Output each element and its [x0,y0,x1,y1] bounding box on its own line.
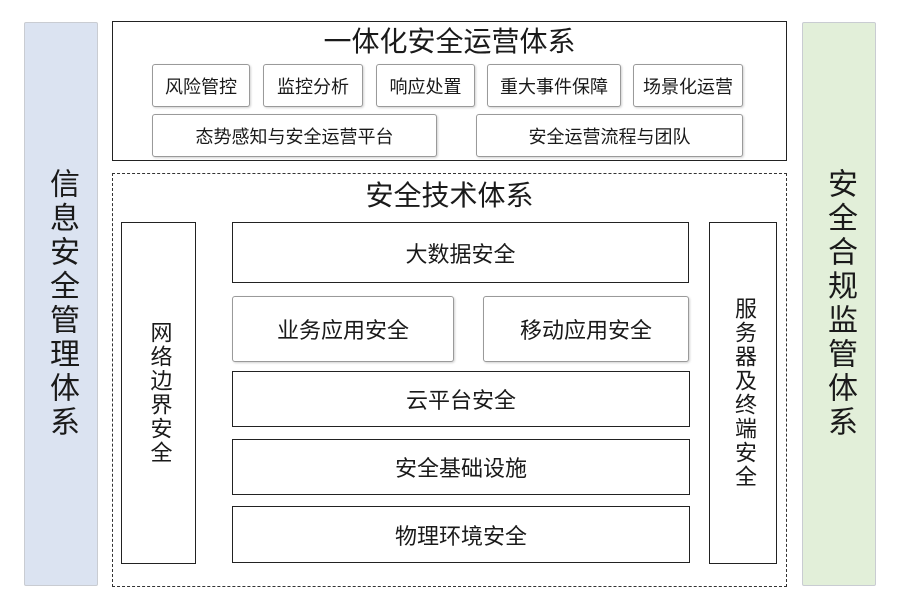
ops-item-monitoring-analysis: 监控分析 [263,64,363,107]
compliance-supervision-label: 安全合规监管体系 [822,168,857,440]
business-application-security: 业务应用安全 [232,296,454,362]
info-security-management-pillar: 信息安全管理体系 [24,22,98,586]
technology-frame [112,173,787,587]
ops-item-situational-awareness-platform: 态势感知与安全运营平台 [152,114,437,157]
network-boundary-security: 网络边界安全 [121,222,196,564]
ops-item-major-event-assurance: 重大事件保障 [487,64,621,107]
network-boundary-security-label: 网络边界安全 [146,321,172,465]
cloud-platform-security: 云平台安全 [232,371,690,427]
server-terminal-security-label: 服务器及终端安全 [731,297,756,489]
security-infrastructure: 安全基础设施 [232,439,690,495]
ops-item-process-and-team: 安全运营流程与团队 [476,114,743,157]
ops-item-risk-control: 风险管控 [152,64,250,107]
operations-title: 一体化安全运营体系 [323,25,576,58]
technology-title: 安全技术体系 [365,179,534,212]
mobile-application-security: 移动应用安全 [483,296,689,362]
ops-item-scenario-operations: 场景化运营 [633,64,743,107]
compliance-supervision-pillar: 安全合规监管体系 [802,22,876,586]
physical-environment-security: 物理环境安全 [232,506,690,563]
info-security-management-label: 信息安全管理体系 [44,168,79,440]
big-data-security: 大数据安全 [232,222,689,283]
server-terminal-security: 服务器及终端安全 [709,222,777,564]
ops-item-response-handling: 响应处置 [376,64,475,107]
